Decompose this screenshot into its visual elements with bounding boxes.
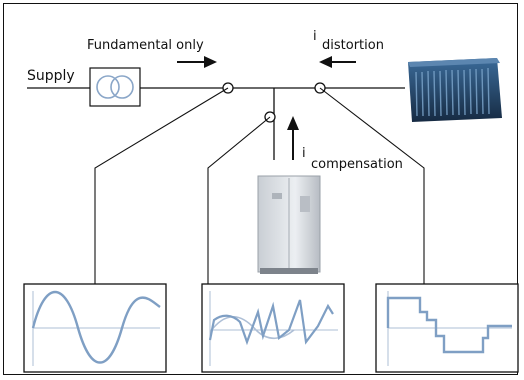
compensation-arrow bbox=[287, 116, 299, 160]
compensation-waveform-panel bbox=[201, 283, 345, 373]
nonlinear-load-icon bbox=[408, 58, 502, 122]
fundamental-only-label: Fundamental only bbox=[87, 38, 204, 53]
distortion-arrow bbox=[319, 56, 356, 68]
i-compensation-symbol: i bbox=[302, 146, 306, 161]
sine-waveform-icon bbox=[31, 291, 161, 364]
sine-waveform-panel bbox=[23, 283, 167, 373]
compensation-waveform-icon bbox=[208, 299, 334, 346]
i-distortion-subscript: distortion bbox=[322, 38, 384, 53]
fundamental-arrow bbox=[177, 56, 217, 68]
i-distortion-symbol: i bbox=[313, 29, 317, 44]
distorted-waveform-panel bbox=[375, 283, 519, 373]
filter-waveform-connector bbox=[207, 116, 271, 284]
load-waveform-connector bbox=[319, 87, 425, 284]
supply-label: Supply bbox=[27, 68, 75, 84]
transformer-icon bbox=[89, 67, 141, 107]
source-waveform-connector bbox=[94, 87, 229, 284]
i-compensation-subscript: compensation bbox=[311, 157, 403, 172]
active-filter-icon bbox=[257, 175, 321, 274]
distorted-waveform-icon bbox=[386, 296, 512, 354]
